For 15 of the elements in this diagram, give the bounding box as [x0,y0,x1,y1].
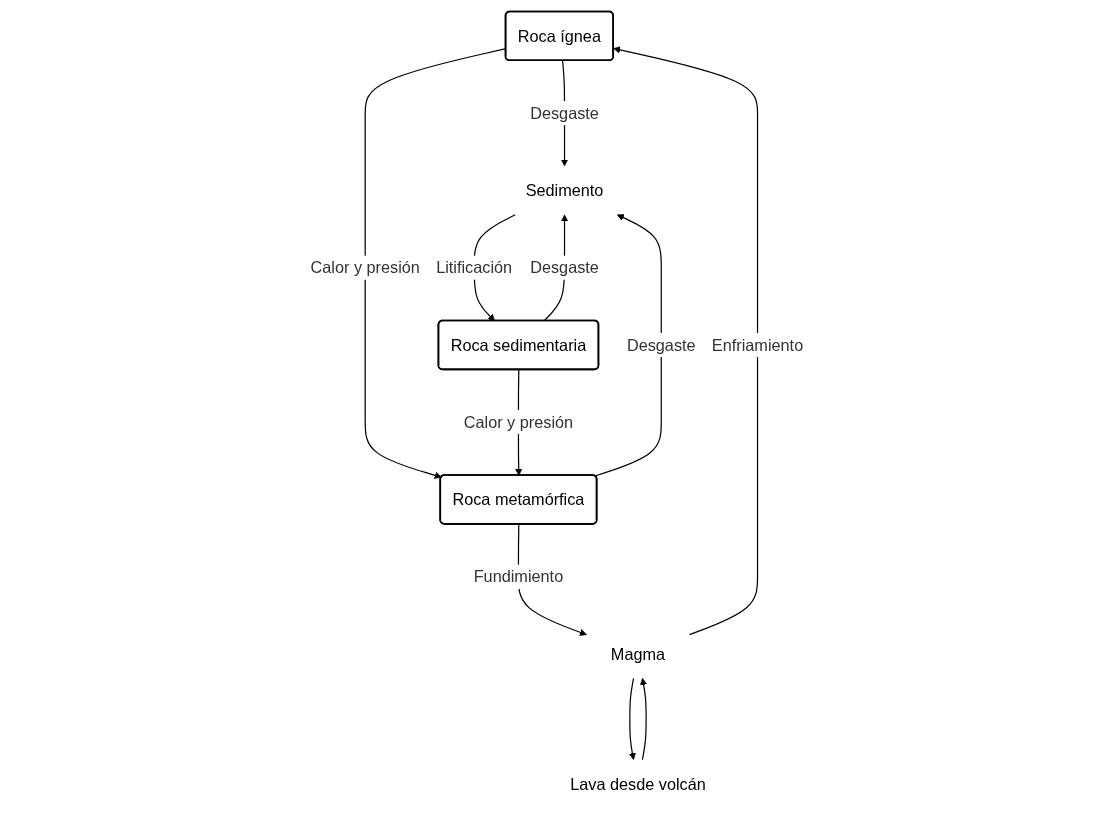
edge-label: Calor y presión [463,413,574,432]
edge-label: Fundimiento [473,567,564,586]
edge-label: Desgaste [530,258,600,277]
edge-label: Calor y presión [310,258,421,277]
edge-label: Desgaste [530,104,600,123]
node-text: Lava desde volcán [570,775,706,794]
arrow [613,46,759,636]
node-text: Magma [611,645,666,663]
node-text: Sedimento [525,181,604,200]
edge-label: Litificación [436,258,513,277]
edge-label: Enfriamiento [712,335,804,354]
arrow [594,214,662,477]
arrow [640,678,648,761]
edge-label: Desgaste [627,335,696,354]
arrow [629,677,637,760]
